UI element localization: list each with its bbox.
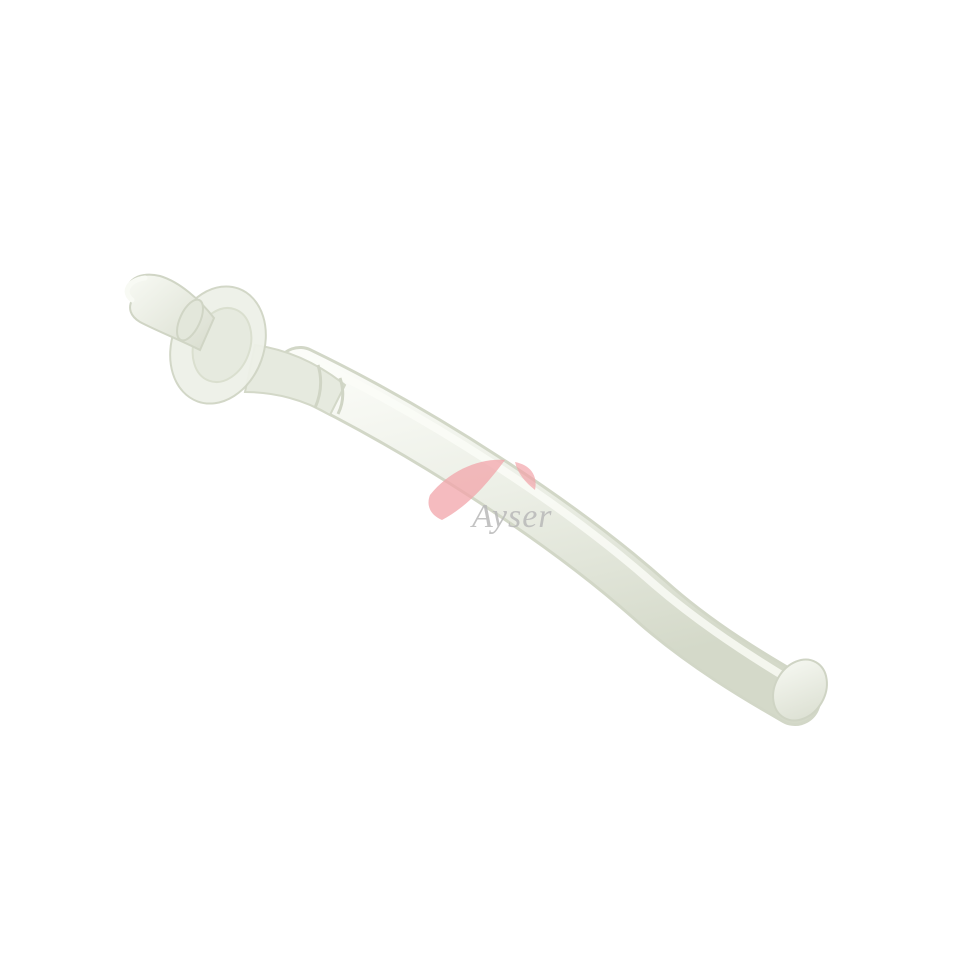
tube-highlight — [306, 356, 794, 684]
tube-nozzle-ring — [176, 298, 204, 342]
tube-end-cap — [772, 658, 828, 722]
tube-rib-line — [313, 364, 323, 409]
tube-nozzle-tip — [124, 275, 148, 303]
tube-body-fill — [277, 349, 818, 723]
tube-rib-line — [336, 377, 345, 415]
